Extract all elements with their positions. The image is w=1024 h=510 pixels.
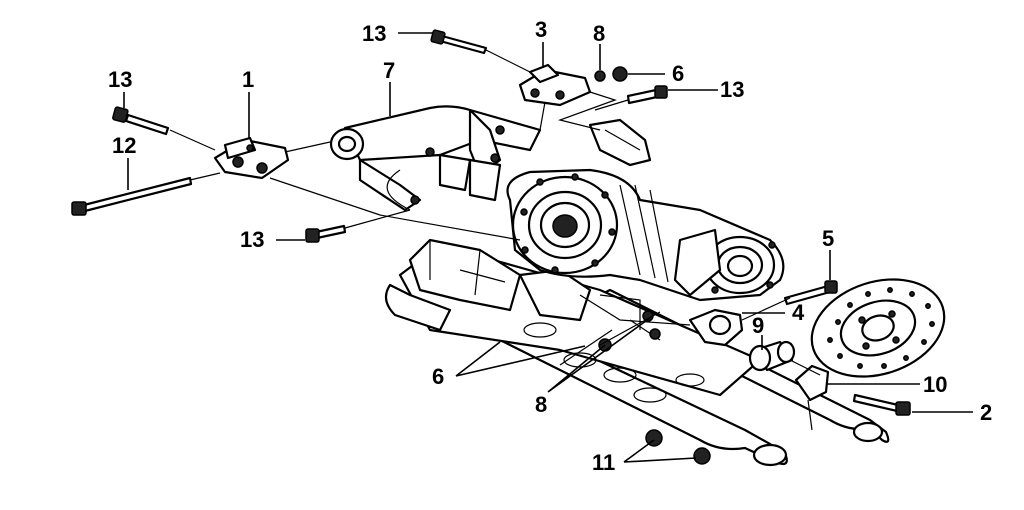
engine-gearbox-assembly: [506, 168, 785, 302]
callout-11: 11: [592, 450, 615, 475]
callout-6-top: 6: [672, 61, 684, 86]
front-mount-bracket: [213, 136, 290, 180]
callout-labels: 13 3 8 6 13 13 1 7 12 13 5 4 9 10 2 6 8 …: [108, 17, 992, 475]
spacer-9: [748, 340, 796, 372]
callout-7: 7: [383, 58, 395, 83]
bolt-13-right: [626, 85, 668, 105]
callout-3: 3: [535, 17, 547, 42]
callout-6-lower: 6: [432, 364, 444, 389]
callout-9: 9: [752, 313, 764, 338]
rear-frame-swingarm: [384, 238, 890, 467]
clamp-bracket-4: [688, 308, 744, 347]
upper-mount-bracket: [518, 63, 592, 107]
callout-13-left: 13: [108, 67, 132, 92]
rear-mount-bracket: [588, 118, 652, 167]
callout-12: 12: [112, 133, 136, 158]
nut-6-upper: [612, 66, 628, 82]
callout-5: 5: [822, 226, 834, 251]
bolt-13-upper: [430, 29, 488, 55]
callout-4: 4: [792, 300, 805, 325]
bolt-2: [852, 393, 911, 416]
callout-1: 1: [242, 67, 254, 92]
long-bolt-12: [71, 176, 193, 216]
bolt-13-left: [112, 106, 170, 136]
callout-2: 2: [980, 400, 992, 425]
callout-10: 10: [923, 372, 947, 397]
washer-8-lower: [649, 328, 661, 340]
nut-11-b: [693, 447, 711, 465]
washer-8-upper: [594, 70, 606, 82]
engine-mount-arm: [329, 105, 542, 212]
callout-13-right: 13: [720, 77, 744, 102]
brake-disc: [810, 278, 946, 378]
bolt-13-lower: [305, 224, 347, 243]
assembly-lines: [169, 49, 821, 431]
callout-13-top: 13: [362, 21, 386, 46]
callout-8-top: 8: [593, 21, 605, 46]
callout-8-lower: 8: [535, 392, 547, 417]
bolt-5: [783, 280, 838, 306]
callout-13-lower: 13: [240, 227, 264, 252]
leader-lines: [123, 32, 973, 463]
